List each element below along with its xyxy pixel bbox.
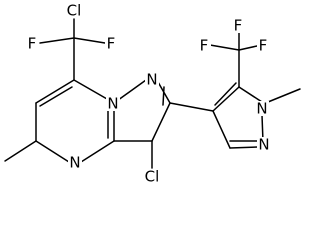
- atom-label: Cl: [145, 168, 160, 186]
- bond: [35, 140, 70, 163]
- bond: [212, 110, 231, 149]
- bond: [267, 88, 301, 103]
- bond: [212, 86, 240, 112]
- atom-cl: Cl: [140, 168, 164, 186]
- atom-label: F: [259, 37, 268, 55]
- molecule-structure-diagram: Cl F F N N N Cl F: [4, 2, 301, 186]
- bond: [229, 146, 259, 149]
- bond: [39, 86, 73, 107]
- atom-n: N: [68, 154, 82, 172]
- atom-label: N: [69, 154, 80, 172]
- atom-label: N: [256, 100, 267, 118]
- atom-labels: Cl F F N N N Cl F: [26, 2, 271, 186]
- atom-label: Cl: [67, 2, 82, 20]
- atom-f: F: [105, 35, 118, 53]
- bond: [80, 140, 115, 163]
- bond: [73, 37, 106, 44]
- bond-lines: [4, 18, 301, 169]
- atom-n: N: [145, 71, 159, 89]
- atom-f: F: [26, 35, 39, 53]
- bond: [238, 86, 263, 103]
- atom-f: F: [198, 37, 211, 55]
- atom-label: F: [28, 35, 37, 53]
- atom-f: F: [232, 17, 245, 35]
- bond: [39, 37, 75, 44]
- bond: [214, 82, 237, 106]
- atom-n: N: [106, 95, 120, 113]
- bond: [151, 102, 171, 142]
- atom-n: N: [257, 136, 271, 154]
- atom-n: N: [255, 100, 269, 118]
- atom-label: N: [107, 95, 118, 113]
- atom-label: F: [234, 17, 243, 35]
- bond: [238, 45, 258, 51]
- bond: [209, 44, 240, 51]
- bond: [35, 79, 75, 104]
- bond: [162, 86, 165, 106]
- bond: [169, 102, 214, 112]
- atom-cl: Cl: [62, 2, 86, 20]
- atom-label: F: [107, 35, 116, 53]
- atom-label: N: [146, 71, 157, 89]
- bond: [4, 140, 37, 162]
- atom-label: N: [258, 136, 269, 154]
- atom-f: F: [257, 37, 270, 55]
- atom-label: F: [200, 37, 209, 55]
